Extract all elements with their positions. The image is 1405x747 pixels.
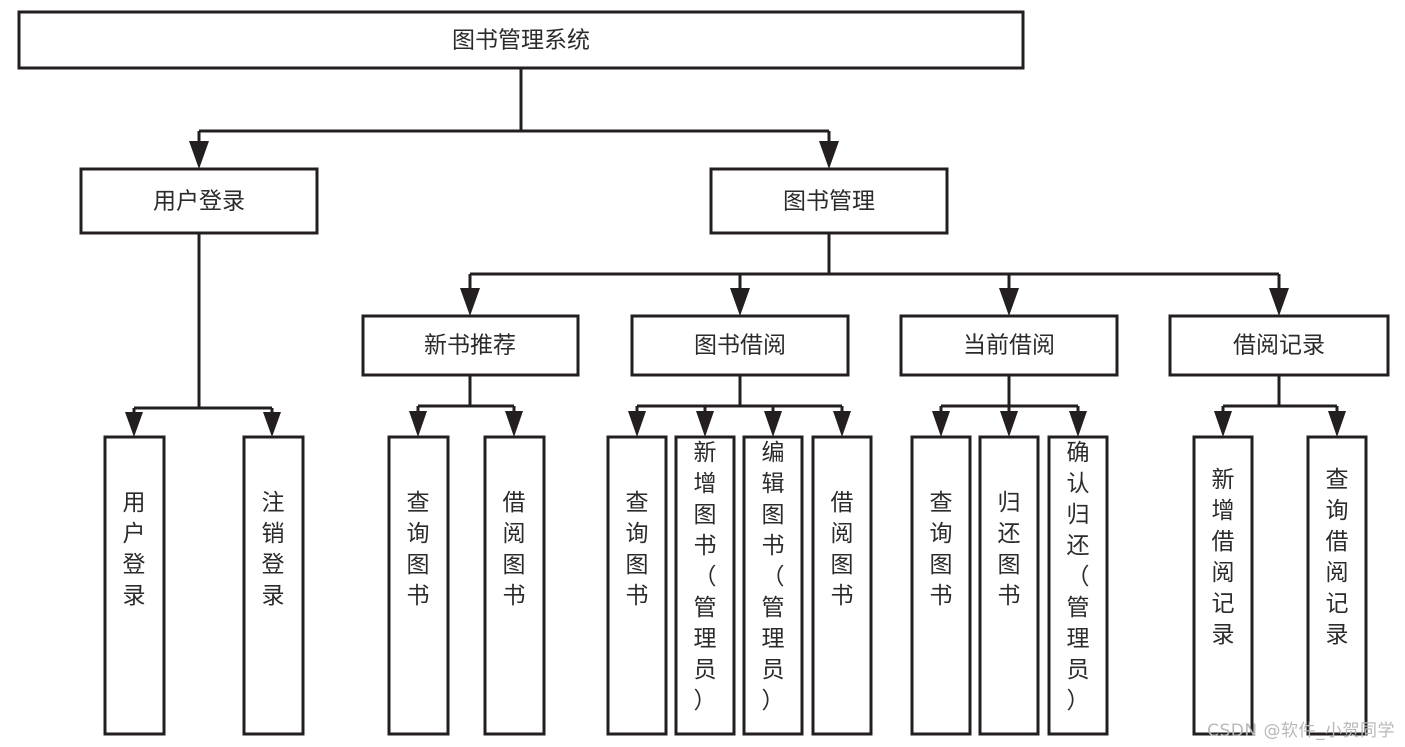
arrowhead-leaf-query-book-2: [628, 411, 646, 437]
node-leaf-confirm-return-box: [1047, 435, 1109, 736]
arrowhead-leaf-query-book-1: [409, 411, 427, 437]
arrowhead-book-borrow: [730, 288, 750, 316]
node-book-management[interactable]: 图书管理: [709, 167, 949, 235]
node-leaf-logout-login[interactable]: 注销登录: [242, 435, 305, 736]
arrowhead-user-login: [189, 141, 209, 169]
node-book-management-box: [709, 167, 949, 235]
node-leaf-query-book-2-box: [606, 435, 668, 736]
node-leaf-query-book-3[interactable]: 查询图书: [910, 435, 972, 736]
node-leaf-borrow-book-2-label: 借阅图书: [831, 490, 854, 609]
node-leaf-query-book-2[interactable]: 查询图书: [606, 435, 668, 736]
arrowhead-leaf-confirm-return: [1069, 411, 1087, 437]
node-leaf-borrow-book-1-label: 借阅图书: [503, 490, 526, 609]
node-leaf-borrow-book-2[interactable]: 借阅图书: [811, 435, 873, 736]
arrowhead-book-management: [819, 141, 839, 169]
arrowhead-borrow-record: [1269, 288, 1289, 316]
node-root-system-box: [17, 10, 1025, 70]
node-book-borrow[interactable]: 图书借阅: [630, 314, 850, 377]
node-leaf-confirm-return-label: 确认归还（管理员）: [1067, 440, 1090, 714]
node-current-borrow-label: 当前借阅: [963, 333, 1055, 359]
node-leaf-add-book-box: [674, 435, 736, 736]
arrowhead-leaf-logout-login: [263, 412, 281, 437]
node-user-login[interactable]: 用户登录: [79, 167, 319, 235]
arrowhead-leaf-user-login: [125, 412, 143, 437]
node-leaf-query-book-3-label: 查询图书: [930, 490, 953, 609]
node-leaf-user-login-label: 用户登录: [123, 490, 146, 609]
node-new-book-recommend[interactable]: 新书推荐: [361, 314, 580, 377]
node-leaf-return-book[interactable]: 归还图书: [978, 435, 1040, 736]
node-leaf-query-book-1[interactable]: 查询图书: [387, 435, 450, 736]
node-borrow-record[interactable]: 借阅记录: [1168, 314, 1390, 377]
node-current-borrow-box: [899, 314, 1119, 377]
node-book-borrow-box: [630, 314, 850, 377]
arrowhead-new-book-recommend: [460, 288, 480, 316]
node-leaf-query-book-3-box: [910, 435, 972, 736]
node-root-system[interactable]: 图书管理系统: [17, 10, 1025, 70]
node-leaf-add-record-label: 新增借阅记录: [1212, 467, 1235, 648]
arrowhead-leaf-add-book: [696, 411, 714, 437]
node-leaf-edit-book[interactable]: 编辑图书（管理员）: [742, 435, 804, 736]
node-leaf-add-book[interactable]: 新增图书（管理员）: [674, 435, 736, 736]
node-leaf-query-record[interactable]: 查询借阅记录: [1306, 435, 1368, 736]
node-leaf-add-record-box: [1192, 435, 1254, 736]
connectors-layer: [125, 68, 1346, 437]
node-leaf-query-book-1-label: 查询图书: [407, 490, 430, 609]
node-user-login-label: 用户登录: [153, 189, 245, 215]
node-new-book-recommend-box: [361, 314, 580, 377]
arrowhead-leaf-add-record: [1214, 411, 1232, 437]
node-borrow-record-box: [1168, 314, 1390, 377]
arrowhead-leaf-return-book: [1000, 411, 1018, 437]
arrowhead-leaf-query-record: [1328, 411, 1346, 437]
node-leaf-confirm-return[interactable]: 确认归还（管理员）: [1047, 435, 1109, 736]
node-leaf-return-book-box: [978, 435, 1040, 736]
node-leaf-borrow-book-1-box: [483, 435, 546, 736]
arrowhead-leaf-borrow-book-2: [833, 411, 851, 437]
node-leaf-edit-book-box: [742, 435, 804, 736]
node-root-system-label: 图书管理系统: [452, 28, 590, 54]
node-book-management-label: 图书管理: [783, 189, 875, 215]
node-leaf-add-book-label: 新增图书（管理员）: [694, 440, 717, 714]
node-new-book-recommend-label: 新书推荐: [424, 333, 516, 359]
arrowhead-leaf-borrow-book-1: [505, 411, 523, 437]
node-book-borrow-label: 图书借阅: [694, 333, 786, 359]
node-leaf-borrow-book-2-box: [811, 435, 873, 736]
node-leaf-borrow-book-1[interactable]: 借阅图书: [483, 435, 546, 736]
arrowhead-leaf-edit-book: [764, 411, 782, 437]
node-leaf-query-book-1-box: [387, 435, 450, 736]
node-leaf-logout-login-label: 注销登录: [262, 490, 285, 609]
node-leaf-return-book-label: 归还图书: [998, 490, 1021, 609]
node-leaf-add-record[interactable]: 新增借阅记录: [1192, 435, 1254, 736]
node-leaf-user-login[interactable]: 用户登录: [103, 435, 166, 736]
node-leaf-edit-book-label: 编辑图书（管理员）: [762, 440, 785, 714]
node-leaf-logout-login-box: [242, 435, 305, 736]
node-leaf-query-record-label: 查询借阅记录: [1326, 467, 1349, 648]
node-user-login-box: [79, 167, 319, 235]
arrowhead-current-borrow: [999, 288, 1019, 316]
node-leaf-query-book-2-label: 查询图书: [626, 490, 649, 609]
node-leaf-user-login-box: [103, 435, 166, 736]
node-current-borrow[interactable]: 当前借阅: [899, 314, 1119, 377]
node-leaf-query-record-box: [1306, 435, 1368, 736]
arrowhead-leaf-query-book-3: [932, 411, 950, 437]
node-borrow-record-label: 借阅记录: [1233, 333, 1325, 359]
